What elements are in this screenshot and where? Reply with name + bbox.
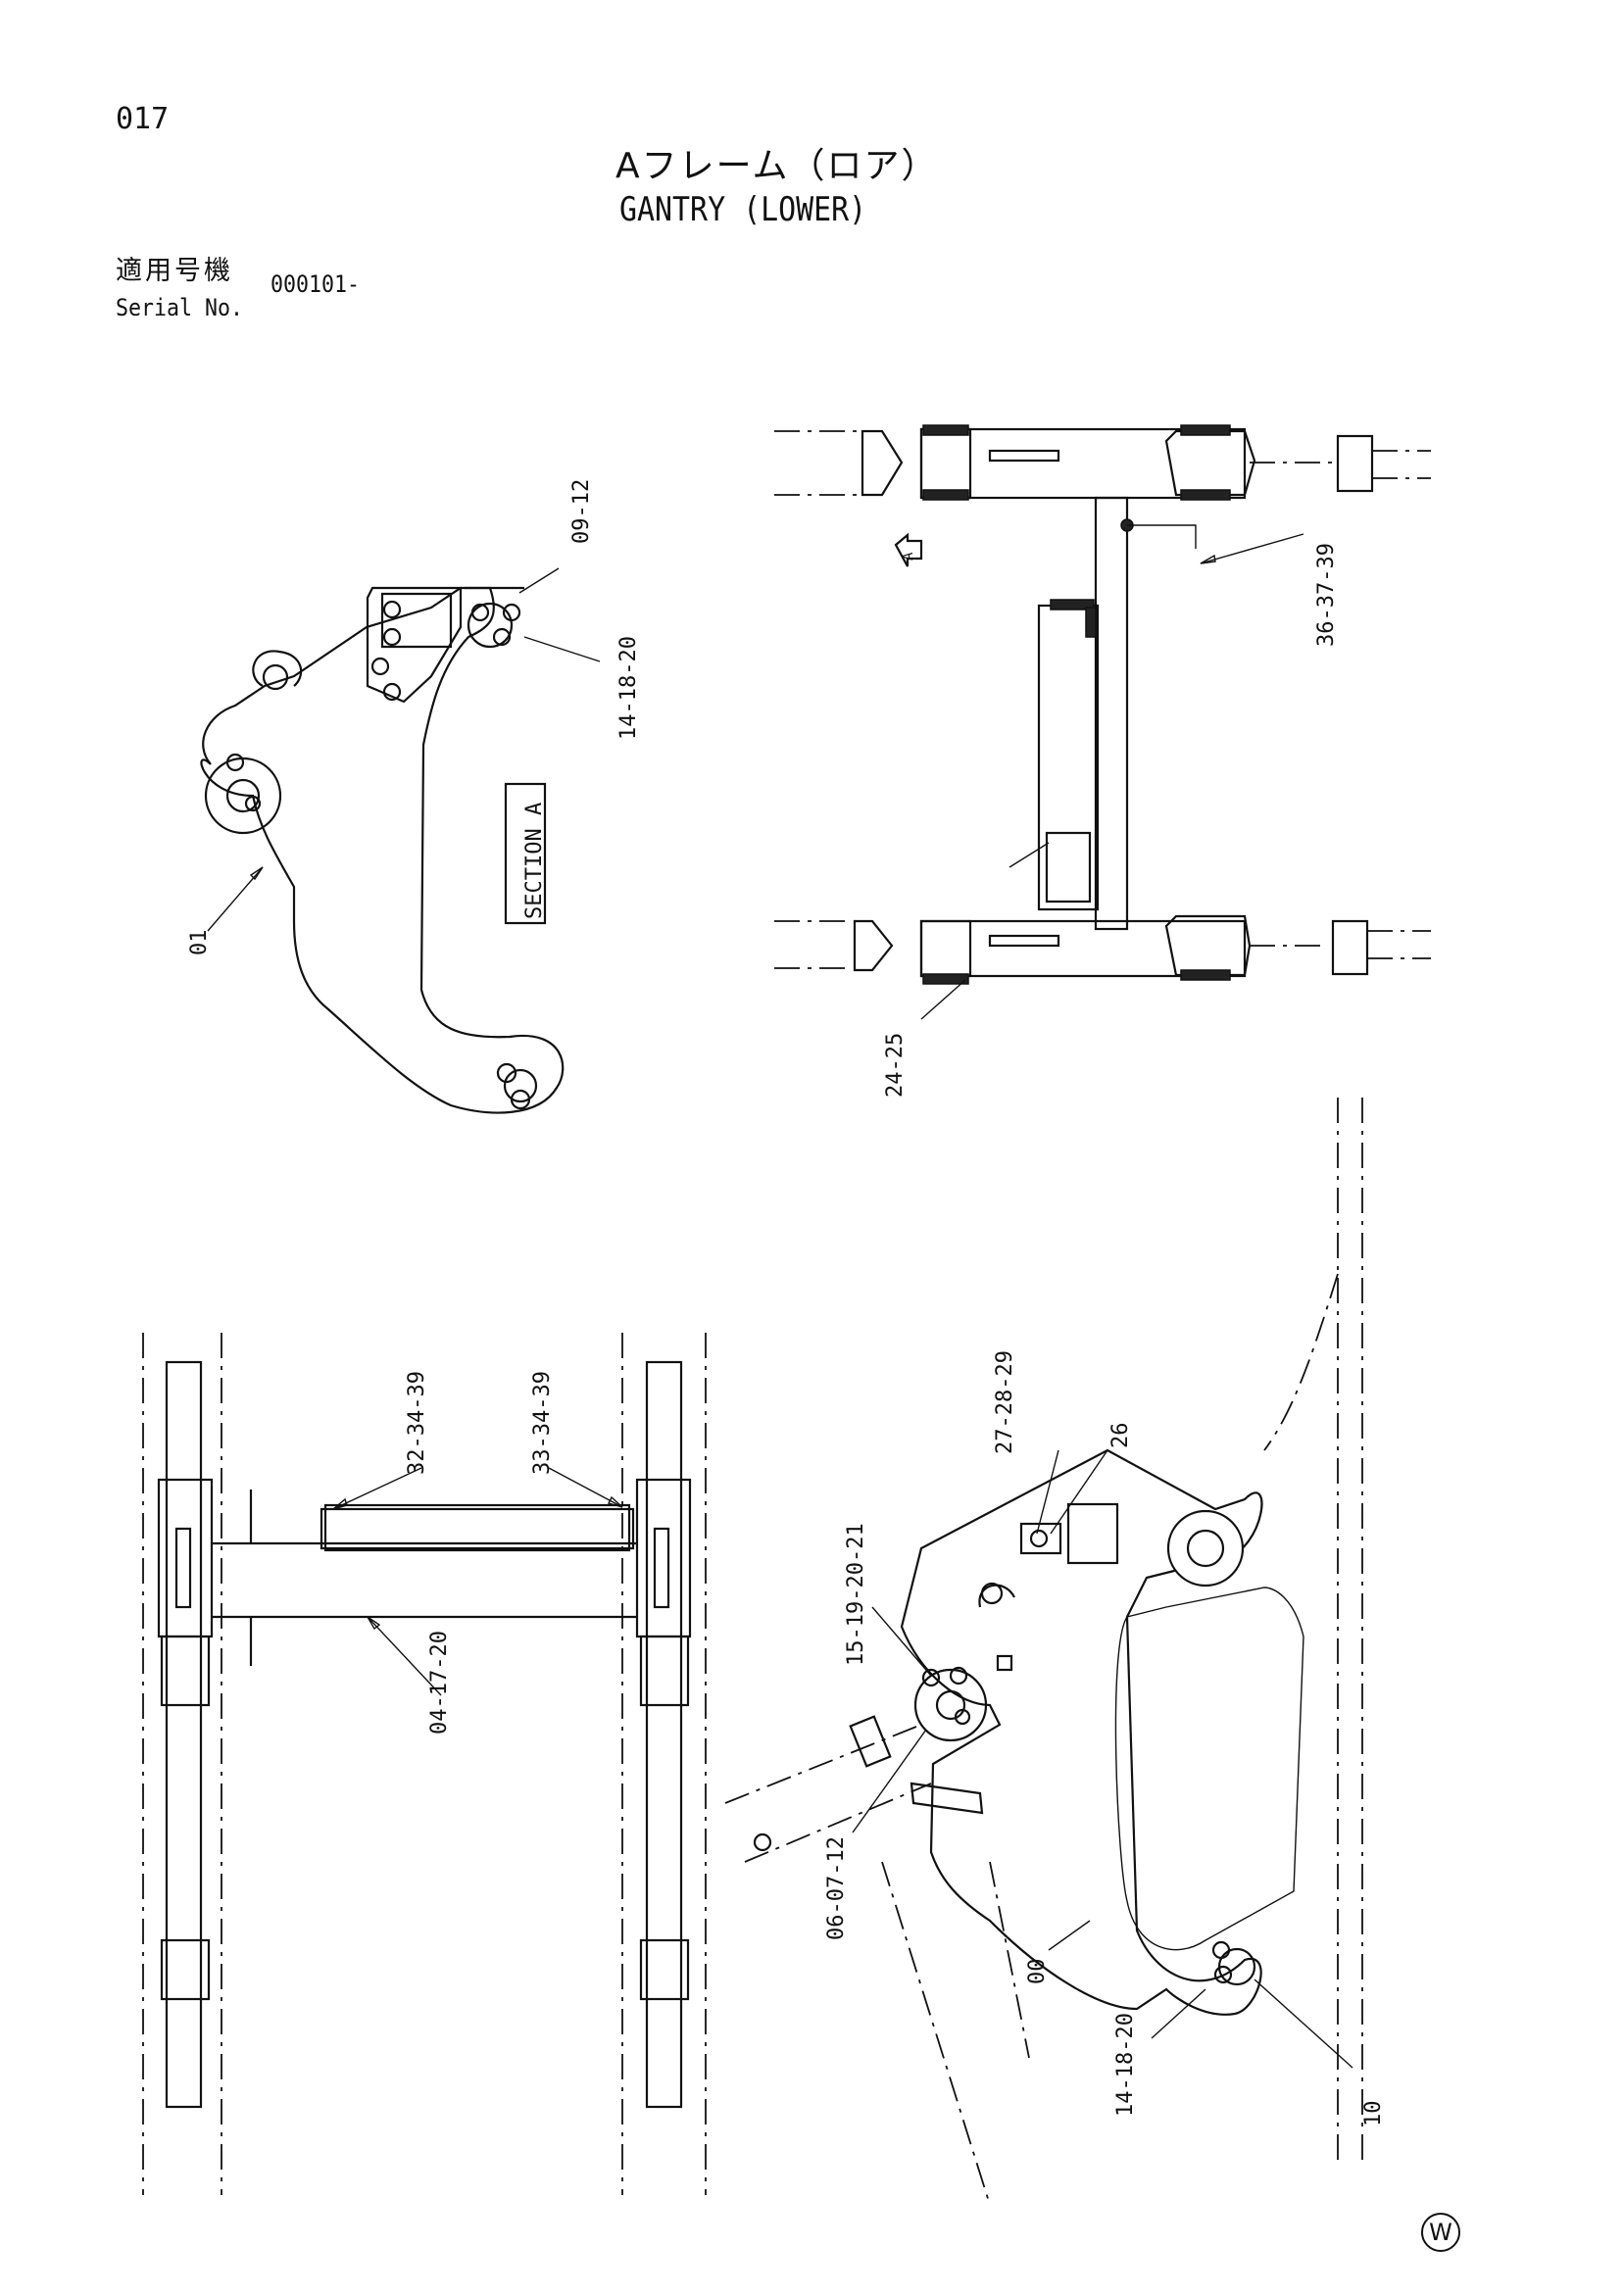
corner-w-mark: W [1421,2213,1460,2252]
callout-24-25: 24-25 [883,1033,908,1098]
callout-14-18-20-bottom: 14-18-20 [1113,2013,1138,2117]
title-english: GANTRY (LOWER) [619,190,867,229]
callout-15-19-20-21: 15-19-20-21 [844,1523,868,1666]
callout-27-28-29: 27-28-29 [993,1350,1017,1454]
callout-36-37-39: 36-37-39 [1314,543,1339,647]
section-a-label: SECTION A [522,803,547,919]
installed-side-view: 27-28-29 26 15-19-20-21 06-07-12 00 14-1… [724,1098,1386,2206]
callout-04-17-20: 04-17-20 [427,1631,452,1734]
callout-10: 10 [1361,2101,1386,2127]
serial-label-japanese: 適用号機 [116,256,233,286]
callout-32-34-39: 32-34-39 [405,1371,429,1475]
view-arrow-a-label: A [901,552,916,561]
callout-06-07-12: 06-07-12 [824,1836,849,1940]
serial-number-value: 000101- [270,270,361,298]
rear-view-assembly: 32-34-39 33-34-39 04-17-20 [142,1333,707,2195]
callout-14-18-20-top: 14-18-20 [616,636,641,740]
serial-label-english: Serial No. [116,294,244,321]
side-view-bracket: SECTION A 01 09-12 14-18-20 [187,479,641,1114]
page-number: 017 [116,102,170,136]
callout-00: 00 [1025,1959,1050,1985]
top-view-assembly: A 36-37-39 24-25 [774,424,1431,1098]
callout-01: 01 [187,930,212,956]
title-japanese: Aフレーム（ロア） [615,146,939,186]
callout-09-12: 09-12 [569,479,594,544]
callout-33-34-39: 33-34-39 [530,1371,555,1475]
callout-26: 26 [1108,1423,1133,1449]
